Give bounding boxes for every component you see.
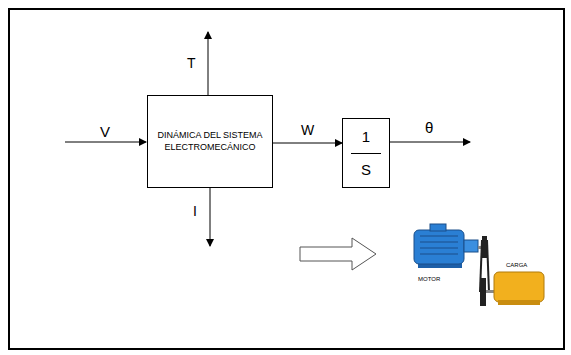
load-label: CARGA <box>506 262 527 268</box>
current-arrow <box>210 188 211 246</box>
dynamics-box-text: DINÁMICA DEL SISTEMA ELECTROMECÁNICO <box>152 130 268 153</box>
torque-label: T <box>187 56 196 70</box>
voltage-label: V <box>100 124 110 139</box>
angle-label: θ <box>425 120 433 135</box>
dynamics-box: DINÁMICA DEL SISTEMA ELECTROMECÁNICO <box>147 95 273 188</box>
current-label: I <box>193 204 197 218</box>
denominator: S <box>361 160 371 180</box>
integrator-box: 1S <box>342 118 390 188</box>
hollow-arrow <box>300 238 376 270</box>
torque-arrow <box>208 32 209 95</box>
numerator: 1 <box>362 127 370 147</box>
input-arrow <box>65 142 146 143</box>
output-arrow <box>390 142 470 143</box>
fraction-bar <box>351 153 381 154</box>
motor-label: MOTOR <box>418 276 440 282</box>
motor-illustration <box>414 224 544 306</box>
speed-label: W <box>301 123 314 137</box>
signal-connector <box>273 143 342 144</box>
